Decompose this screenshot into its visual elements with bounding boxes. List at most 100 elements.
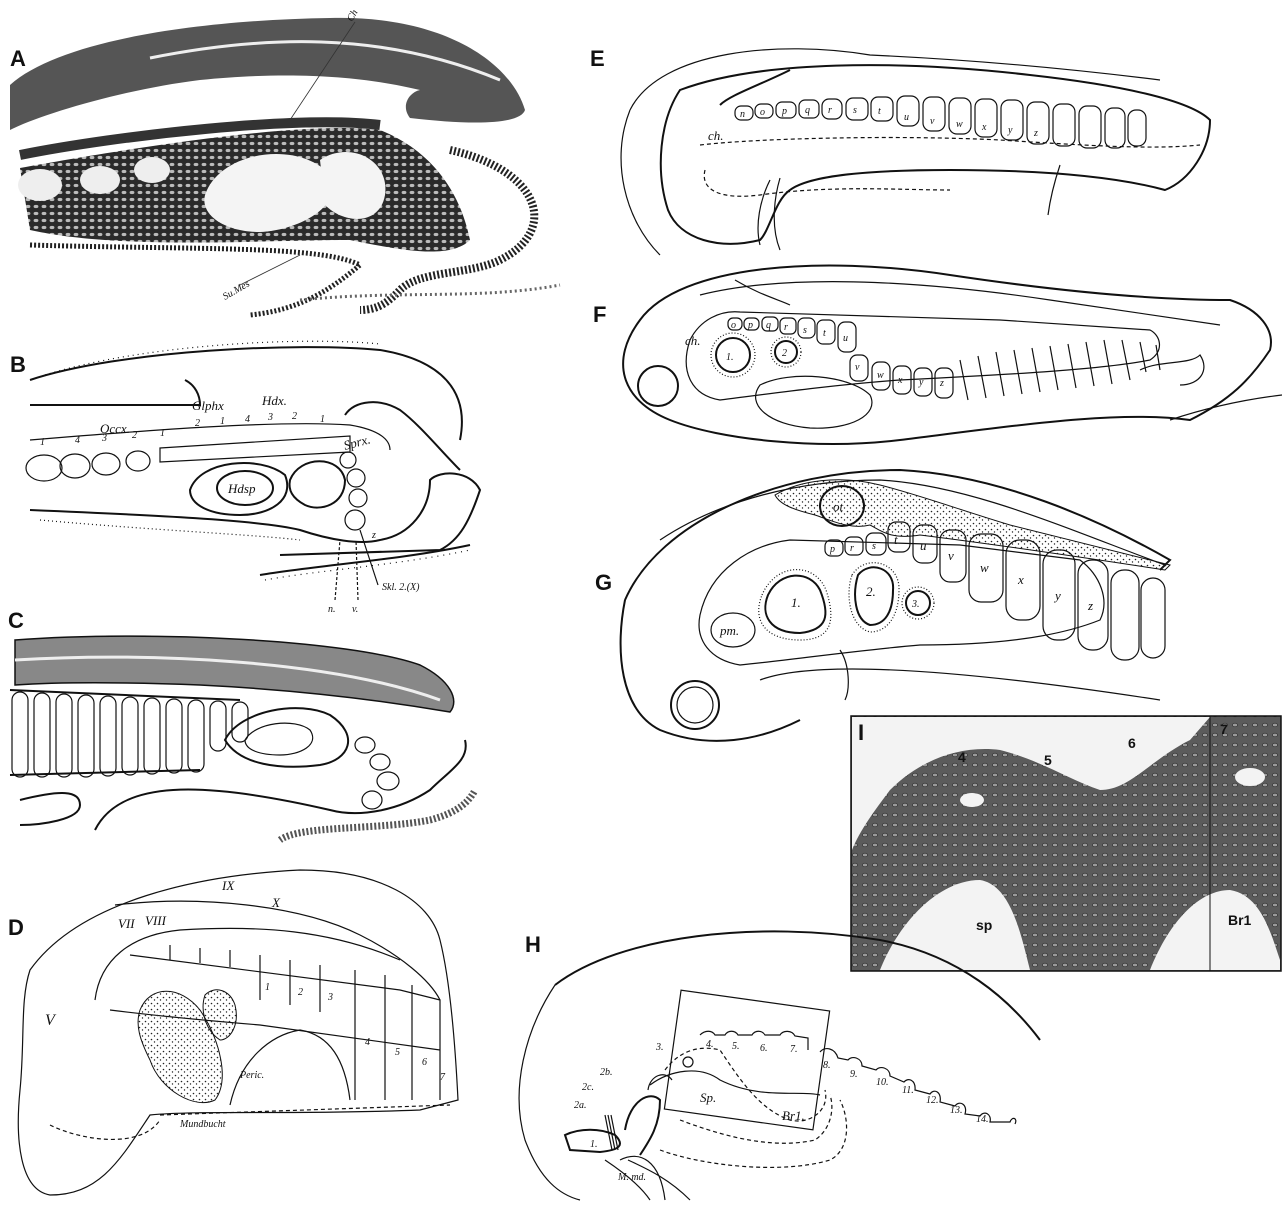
panel-h-sp-label: Sp.	[700, 1090, 716, 1105]
panel-c-arch	[370, 754, 390, 770]
panel-d-x-label: X	[271, 895, 281, 910]
panel-d-num: 5	[395, 1047, 400, 1058]
panel-h-num: 13.	[950, 1105, 963, 1116]
panel-f-letter: o	[731, 320, 736, 331]
panel-h-2a-label: 2a.	[574, 1100, 587, 1111]
panel-f-body	[623, 265, 1271, 443]
somite	[871, 97, 893, 121]
panel-h-num: 9.	[850, 1069, 858, 1080]
panel-a-label: A	[10, 46, 26, 71]
panel-b-num: 4	[245, 414, 250, 425]
panel-h-num: 11.	[902, 1085, 914, 1096]
panel-b-leader-v	[356, 540, 358, 600]
panel-f-letter: u	[843, 333, 848, 344]
panel-h-num: 10.	[876, 1077, 889, 1088]
panel-c-endo	[280, 790, 475, 840]
panel-e-letter: y	[1007, 125, 1013, 136]
panel-g-label: G	[595, 570, 612, 595]
panel-i-sp-label: sp	[976, 917, 992, 933]
panel-c-arch	[355, 737, 375, 753]
panel-d-num: 6	[422, 1057, 427, 1068]
panel-h-arch-2	[625, 1096, 660, 1155]
panel-h-arch-3	[683, 1057, 693, 1067]
panel-f-letter: t	[823, 328, 826, 339]
panel-d-num: 4	[365, 1037, 370, 1048]
panel-g-two-label: 2.	[866, 584, 876, 599]
panel-e-label: E	[590, 46, 605, 71]
panel-h-num: 4.	[706, 1039, 714, 1050]
panel-e-letter: x	[981, 122, 987, 133]
panel-c-arch	[377, 772, 399, 790]
panel-h-pharynx	[650, 1071, 820, 1095]
panel-f: F ch. 1. 2 o p	[593, 265, 1282, 443]
panel-b-v-label: v.	[352, 604, 358, 615]
panel-g-letter: w	[980, 560, 989, 575]
panel-d-peric	[230, 1030, 350, 1105]
panel-d-mundbucht-label: Mundbucht	[179, 1119, 226, 1130]
panel-d-peric-label: Peric.	[239, 1070, 264, 1081]
panel-g-three-label: 3.	[911, 599, 920, 610]
panel-g-letter: t	[894, 532, 898, 547]
panel-b-num: 2	[292, 411, 297, 422]
panel-g-pm-label: pm.	[719, 623, 739, 638]
panel-d-outline	[18, 870, 458, 1195]
somite	[1128, 110, 1146, 146]
panel-b-label: B	[10, 352, 26, 377]
panel-f-letter: x	[897, 375, 903, 386]
somite	[1105, 108, 1125, 148]
panel-e-letter: t	[878, 106, 881, 117]
panel-b-num: 2	[132, 430, 137, 441]
panel-h-outer	[660, 1100, 847, 1167]
panel-e-letter: o	[760, 107, 765, 118]
panel-i-br1-label: Br1	[1228, 912, 1252, 928]
panel-b-hdsp-label: Hdsp	[227, 481, 256, 496]
panel-e-ch-label: ch.	[708, 128, 724, 143]
panel-a-sumes-leader	[240, 255, 300, 285]
panel-b-arch	[345, 510, 365, 530]
panel-a-somite-1	[18, 169, 62, 201]
panel-c-ventral-2	[95, 740, 466, 830]
panel-g-ventral	[760, 650, 1160, 700]
panel-b-neural-floor	[30, 380, 200, 405]
panel-h-num: 14.	[976, 1114, 989, 1125]
panel-d-vii-label: VII	[118, 916, 135, 931]
panel-b-arch	[347, 469, 365, 487]
panel-h-num: 6.	[760, 1043, 768, 1054]
panel-h-one-label: 1.	[590, 1139, 598, 1150]
panel-e: E ch. n o p	[590, 46, 1210, 255]
panel-i-label-6: 6	[1128, 735, 1136, 751]
panel-e-letter: r	[828, 105, 832, 116]
panel-h-mmd-label: M. md.	[617, 1172, 646, 1183]
panel-g-ot-label: ot	[833, 499, 844, 514]
panel-g-eye-inner	[677, 687, 713, 723]
panel-d-inner	[95, 928, 400, 1000]
panel-b-num: 1	[160, 428, 165, 439]
panel-b-somite	[92, 453, 120, 475]
panel-d-viii-label: VIII	[145, 913, 167, 928]
panel-g-letter: r	[850, 543, 854, 554]
panel-h-segments	[700, 1031, 1016, 1124]
panel-h-num: 8.	[823, 1060, 831, 1071]
panel-e-amnion-2	[621, 110, 660, 255]
panel-c-somites	[12, 692, 248, 777]
panel-b-hdx-label: Hdx.	[261, 393, 287, 408]
panel-b-somite	[126, 451, 150, 471]
panel-h-num: 12.	[926, 1095, 939, 1106]
panel-b-n-label: n.	[328, 604, 336, 615]
panel-i-label: I	[858, 720, 864, 745]
panel-g-eye	[671, 681, 719, 729]
panel-h-2c-label: 2c.	[582, 1082, 594, 1093]
panel-h-2b-label: 2b.	[600, 1067, 613, 1078]
panel-e-amnion	[630, 49, 1160, 110]
panel-h-num: 7.	[790, 1044, 798, 1055]
panel-f-letter: r	[784, 322, 788, 333]
panel-g-letter: u	[920, 538, 927, 553]
panel-h-face	[519, 985, 580, 1200]
panel-b-num: 3	[101, 433, 107, 444]
panel-a-sumes-label: Su.Mes	[221, 278, 252, 302]
panel-b-num: 1	[40, 437, 45, 448]
panel-e-letter: z	[1033, 128, 1038, 139]
panel-h-box	[664, 990, 829, 1130]
